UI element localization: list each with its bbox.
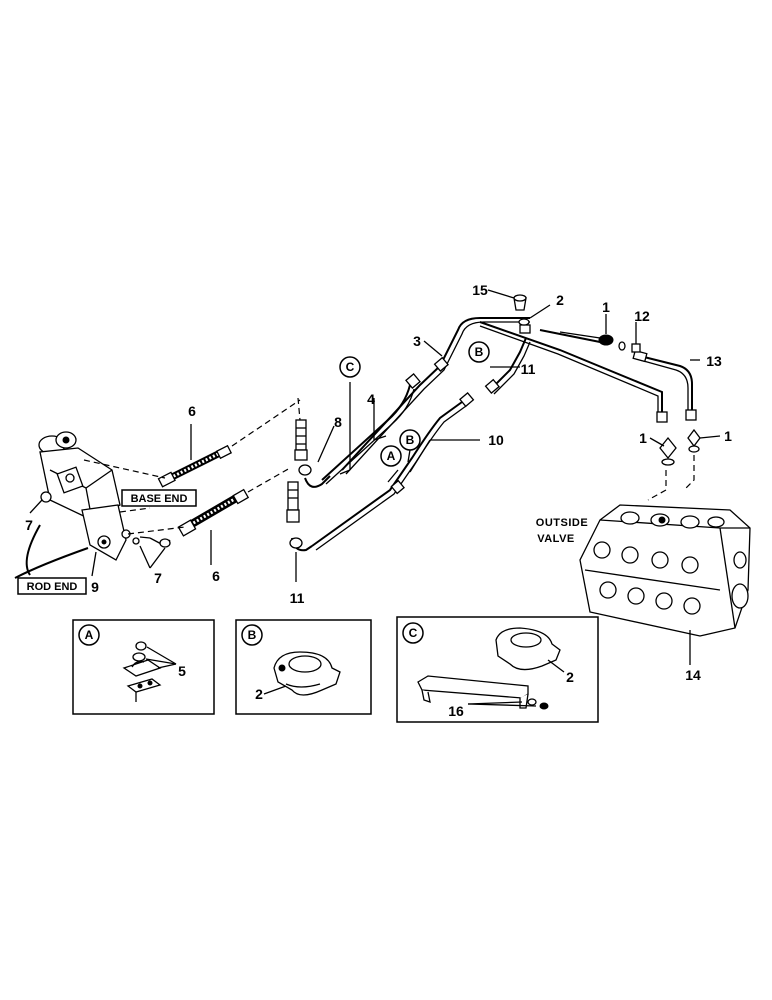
detail-ref-b: B: [475, 345, 484, 359]
callout-13: 13: [706, 353, 722, 369]
fittings-1-12-upper: [559, 331, 641, 353]
hose-6-upper: [157, 399, 301, 488]
leader-lines: [29, 289, 721, 707]
tube-to-valve: [479, 321, 663, 418]
rod-end-leader: [127, 526, 186, 535]
fitting-7: [132, 536, 171, 548]
callout-1: 1: [724, 428, 732, 444]
detail-b-clamp: [273, 651, 341, 696]
detail-box-b-tag: B: [241, 624, 263, 646]
control-valve-14: [579, 504, 751, 637]
callout-11: 11: [290, 590, 305, 606]
callout-14: 14: [685, 667, 701, 683]
callout-7: 7: [25, 517, 33, 533]
hose-6-lower: [177, 397, 301, 537]
detail-ref-circle-b-lower: B: [399, 429, 421, 451]
callout-9: 9: [91, 579, 99, 595]
detail-box-a: [72, 619, 215, 715]
callout-7: 7: [154, 570, 162, 586]
detail-ref-circle-c-main: C: [339, 356, 361, 378]
detail-box-b: [235, 619, 372, 715]
callout-1: 1: [602, 299, 610, 315]
callout-2: 2: [255, 686, 263, 702]
valve-port-fittings: [659, 428, 701, 466]
callout-4: 4: [367, 391, 375, 407]
callout-6: 6: [188, 403, 196, 419]
callout-16: 16: [448, 703, 464, 719]
detail-box-a-tag: A: [78, 624, 100, 646]
callout-12: 12: [634, 308, 650, 324]
base-end-leader: [83, 459, 166, 479]
detail-c-bracket: [417, 627, 561, 710]
breather-cap-15: [513, 294, 530, 326]
callout-2: 2: [566, 669, 574, 685]
valve-port-leader-2: [683, 455, 695, 491]
detail-ref-c: C: [346, 360, 355, 374]
detail-box-c: [396, 616, 599, 723]
callout-3: 3: [413, 333, 421, 349]
connector-dash: [119, 507, 151, 513]
adapter-8-column: [294, 419, 331, 488]
detail-ref-circle-a-main: A: [380, 445, 402, 467]
detail-a-clamp: [122, 641, 177, 702]
base-end-label-box: BASE END: [121, 489, 197, 507]
callout-15: 15: [472, 282, 488, 298]
tube-11-upper: [484, 337, 531, 395]
callout-5: 5: [178, 663, 186, 679]
outside-label: OUTSIDE: [536, 517, 588, 529]
callout-6: 6: [212, 568, 220, 584]
detail-ref-b: B: [406, 433, 415, 447]
callout-numbers: 15 2 1 12 13 3 11 4 8 10 1 1 6 6 7 7 9 1…: [25, 282, 732, 719]
base-end-label: BASE END: [131, 493, 188, 505]
detail-box-a-letter: A: [85, 628, 94, 642]
callout-8: 8: [334, 414, 342, 430]
detail-ref-a: A: [387, 449, 396, 463]
callout-10: 10: [488, 432, 504, 448]
callout-11: 11: [521, 361, 536, 377]
detail-box-c-tag: C: [402, 622, 424, 644]
detail-box-c-letter: C: [409, 626, 418, 640]
valve-port-leader-1: [647, 470, 667, 501]
callout-2: 2: [556, 292, 564, 308]
rod-end-label: ROD END: [27, 581, 78, 593]
adapter-11-column: [286, 481, 313, 552]
valve-label: VALVE: [537, 533, 575, 545]
tube-end-fitting: [656, 411, 668, 423]
detail-ref-circle-b-upper: B: [468, 341, 490, 363]
rod-end-label-box: ROD END: [17, 577, 87, 595]
tube-13: [632, 349, 697, 421]
hydraulic-cylinder: [14, 431, 131, 579]
callout-1: 1: [639, 430, 647, 446]
detail-box-b-letter: B: [248, 628, 257, 642]
